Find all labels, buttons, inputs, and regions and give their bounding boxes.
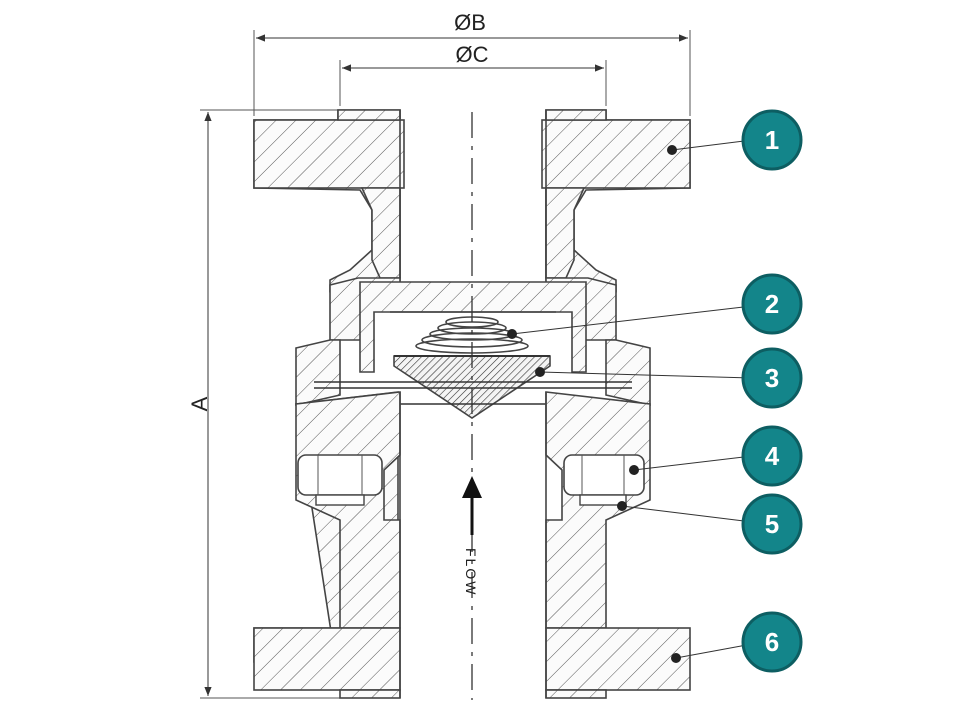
dimension-dia-c: ØC (339, 42, 607, 106)
callout-bubble (741, 273, 803, 335)
dimension-label-dia-c: ØC (456, 42, 489, 67)
callout-number: 3 (765, 363, 779, 393)
callout-number: 6 (765, 627, 779, 657)
callout-5: 5 (741, 493, 803, 555)
callout-bubble (741, 425, 803, 487)
callout-6: 6 (741, 611, 803, 673)
bolt-nut-left (297, 454, 383, 506)
callout-4: 4 (741, 425, 803, 487)
leader-lines (507, 139, 753, 663)
callout-number: 5 (765, 509, 779, 539)
callout-number: 4 (765, 441, 780, 471)
callout-number: 1 (765, 125, 779, 155)
bolt-nut-right (563, 454, 645, 506)
dimension-label-length-a: A (187, 396, 212, 411)
callout-bubble (741, 347, 803, 409)
callout-2: 2 (741, 273, 803, 335)
disc-cage (359, 281, 587, 373)
dimension-label-dia-b: ØB (454, 10, 486, 35)
callout-bubble (741, 493, 803, 555)
callout-bubble (741, 611, 803, 673)
flow-indicator: FLOW (462, 476, 482, 596)
callout-3: 3 (741, 347, 803, 409)
callout-number: 2 (765, 289, 779, 319)
dimension-length-a: A (187, 109, 340, 699)
callout-1: 1 (741, 109, 803, 171)
callout-group: 1 2 3 4 5 6 (741, 109, 803, 673)
dimension-dia-b: ØB (253, 10, 691, 116)
flow-label: FLOW (463, 548, 479, 596)
callout-bubble (741, 109, 803, 171)
